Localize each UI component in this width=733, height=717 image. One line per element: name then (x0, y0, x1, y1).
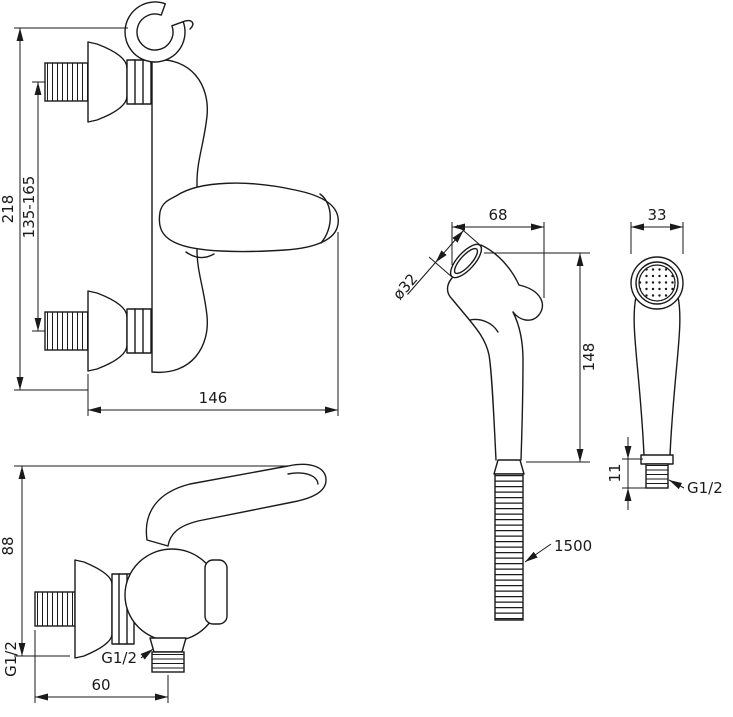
dim-spray-front-width: 33 (630, 206, 684, 254)
spray-handle-right-outline (512, 311, 524, 461)
dim-label-nozzle-diameter: ø32 (389, 270, 421, 303)
outlet-neck (149, 637, 187, 653)
handspray-side-view: 68 ø32 148 1500 (389, 206, 598, 621)
mixer-front-bottom-connector (44, 290, 152, 372)
thread-label-spray: G1/2 (687, 479, 723, 497)
shower-hose (494, 473, 524, 621)
spray-holder-hook (124, 1, 186, 63)
dim-spray-thread-height: 11 (606, 437, 646, 510)
dim-label-height-adjust: 135-165 (20, 176, 38, 239)
dim-label-spray-thread-height: 11 (606, 463, 624, 482)
mixer-side-cap (204, 559, 228, 625)
mixer-lever (158, 182, 339, 253)
dim-spray-height: 148 (484, 252, 598, 463)
escutcheon-bell-top (87, 41, 128, 123)
escutcheon-bell-side (74, 559, 113, 659)
thread-callout-outlet: G1/2 (101, 648, 154, 667)
hose-length-label: 1500 (554, 537, 592, 555)
dim-mixer-front-width: 146 (87, 232, 339, 416)
dim-label-side-width: 60 (91, 676, 110, 694)
thread-callout-spray: G1/2 (668, 479, 723, 497)
spray-thread (645, 463, 669, 489)
dim-label-height-total: 218 (0, 195, 17, 224)
dim-mixer-front-height-total: 218 (0, 27, 128, 391)
spray-right-outline (480, 244, 520, 286)
spray-front-left-outline (633, 296, 645, 456)
thread-label-wall: G1/2 (2, 641, 20, 677)
outlet-thread (151, 651, 185, 673)
cartridge-arc (185, 251, 215, 259)
mixer-front-view: 218 135-165 146 (0, 1, 339, 416)
dim-label-mixer-width: 146 (199, 389, 228, 407)
wall-pipe-thread-bottom (44, 311, 89, 351)
spray-head-ring (635, 261, 679, 305)
mixer-side-lever (145, 463, 327, 547)
spray-front-right-outline (669, 296, 681, 456)
dim-label-spray-width: 68 (488, 206, 507, 224)
dim-label-spray-front-width: 33 (647, 206, 666, 224)
spray-collar-line (469, 318, 499, 333)
spray-face-perforated (638, 264, 676, 302)
wall-pipe-thread-side (34, 591, 76, 627)
spray-collar (640, 454, 674, 465)
wall-pipe-thread-top (44, 62, 89, 102)
mixer-front-top-connector (44, 41, 152, 123)
lever-tip-contour (319, 193, 331, 244)
dim-mixer-side-width: 60 (34, 630, 169, 703)
dim-label-side-height: 88 (0, 536, 17, 555)
hose-length-callout: 1500 (524, 537, 592, 563)
escutcheon-bell-bottom (87, 290, 128, 372)
dim-label-spray-height: 148 (580, 343, 598, 372)
dim-mixer-front-height-adjust: 135-165 (20, 81, 45, 332)
spray-trigger (512, 284, 544, 321)
handspray-front-view: 33 11 G1/2 (606, 206, 723, 510)
connector-nut-top (126, 59, 152, 105)
connector-nut-bottom (126, 308, 152, 354)
hook-tip-curl (182, 19, 194, 30)
dim-mixer-side-height: 88 (0, 465, 290, 657)
spray-left-outline (446, 277, 497, 461)
lever-tip-contour-side (287, 472, 319, 485)
thread-label-outlet: G1/2 (101, 649, 137, 667)
mixer-side-view: 88 G1/2 G1/2 60 (0, 463, 327, 703)
hose-ferrule (493, 459, 525, 475)
